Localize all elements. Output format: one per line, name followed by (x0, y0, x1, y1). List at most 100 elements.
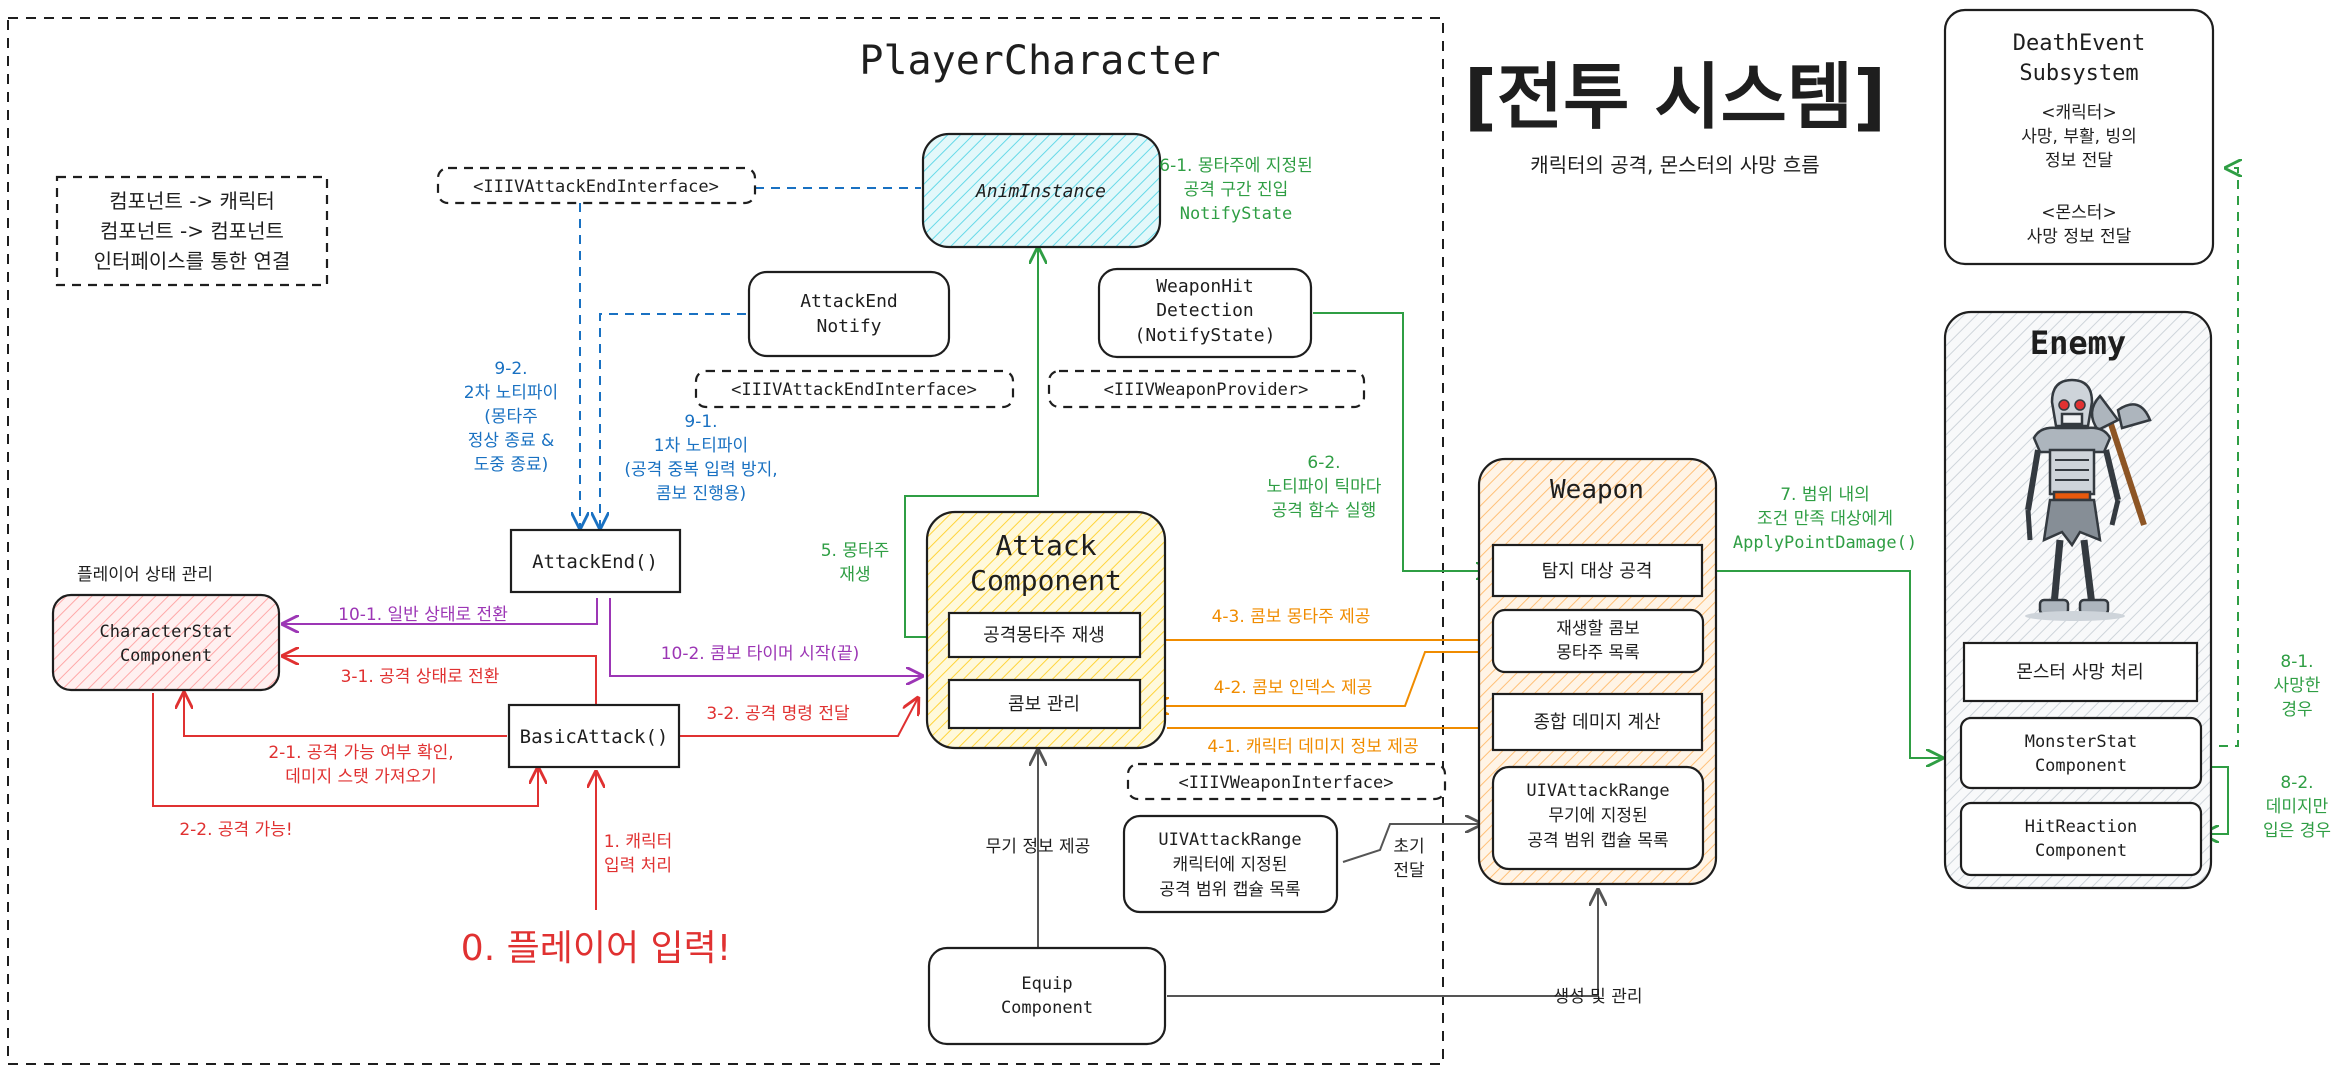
label-6-1-line1: 6-1. 몽타주에 지정된 (1159, 156, 1312, 176)
uiv-attack-range-char-box (1122, 814, 1339, 914)
hit-reaction-line1: HitReaction (2025, 817, 2138, 837)
label-9-2-line2: 2차 노티파이 (464, 383, 558, 403)
character-stat-line1: CharacterStat (99, 622, 232, 642)
label-5-line2: 재생 (839, 565, 870, 585)
equip-line2: Component (1001, 998, 1093, 1018)
monster-stat-line1: MonsterStat (2025, 732, 2138, 752)
interface-attack-end-top (436, 166, 757, 205)
label-10-1: 10-1. 일반 상태로 전환 (338, 605, 508, 625)
arrow-5 (904, 248, 1038, 638)
label-7-line3: ApplyPointDamage() (1733, 533, 1917, 553)
label-1-line2: 입력 처리 (604, 856, 672, 876)
interface-weapon-label: <IIIVWeaponInterface> (1179, 773, 1394, 793)
anim-instance-box (921, 132, 1162, 249)
enemy-item-monster-death-label: 몬스터 사망 처리 (2016, 662, 2143, 683)
interface-attack-end-top-label: <IIIVAttackEndInterface> (473, 177, 719, 197)
death-event-line1: DeathEvent (2013, 31, 2145, 56)
weapon-item-range-line2: 무기에 지정된 (1548, 806, 1647, 826)
label-9-2-line4: 정상 종료 & (468, 431, 555, 451)
arrow-8-1 (2203, 168, 2238, 747)
label-9-2-line5: 도중 종료) (474, 455, 549, 475)
interface-weapon-provider-label: <IIIVWeaponProvider> (1104, 380, 1309, 400)
legend-line-2: 컴포넌트 -> 컴포넌트 (100, 219, 284, 243)
legend-line-1: 컴포넌트 -> 캐릭터 (109, 189, 275, 213)
weapon-hit-line2: Detection (1156, 300, 1254, 321)
enemy-label: Enemy (2030, 324, 2126, 362)
interface-attack-end-mid-label: <IIIVAttackEndInterface> (731, 380, 977, 400)
attack-end-box (509, 528, 682, 594)
label-5-line1: 5. 몽타주 (821, 541, 890, 561)
label-init-line1: 초기 (1393, 837, 1424, 857)
label-9-1-line3: (공격 중복 입력 방지, (624, 460, 777, 480)
label-0-player-input: 0. 플레이어 입력! (461, 928, 731, 969)
weapon-item-total-damage-label: 종합 데미지 계산 (1533, 712, 1660, 733)
label-9-2-line3: (몽타주 (484, 407, 538, 427)
death-event-line3: <캐릭터> (2041, 103, 2116, 123)
death-event-subsystem-box (1943, 8, 2215, 266)
arrow-2-2 (152, 693, 538, 807)
label-2-1-line1: 2-1. 공격 가능 여부 확인, (268, 743, 453, 763)
arrow-create-manage (1167, 890, 1598, 997)
label-8-2-line3: 입은 경우 (2263, 821, 2331, 841)
arrow-init (1342, 824, 1481, 863)
label-6-2-line2: 노티파이 틱마다 (1267, 477, 1382, 497)
label-4-2: 4-2. 콤보 인덱스 제공 (1214, 678, 1373, 698)
weapon-item-combo-line2: 몽타주 목록 (1556, 643, 1640, 663)
hit-reaction-line2: Component (2035, 841, 2127, 861)
monster-stat-component-box (1959, 716, 2203, 790)
weapon-item-range-line3: 공격 범위 캡슐 목록 (1527, 831, 1668, 851)
weapon-hit-line3: (NotifyState) (1135, 325, 1276, 346)
legend-box (55, 175, 329, 287)
label-6-1-line2: 공격 구간 진입 (1184, 180, 1289, 200)
character-stat-line2: Component (120, 646, 212, 666)
attack-end-notify-line1: AttackEnd (800, 291, 898, 312)
arrow-2-1 (184, 693, 507, 737)
basic-attack-box (507, 703, 681, 769)
label-6-1-line3: NotifyState (1180, 204, 1293, 224)
label-10-2: 10-2. 콤보 타이머 시작(끝) (661, 644, 860, 664)
page-subtitle: 캐릭터의 공격, 몬스터의 사망 흐름 (1530, 153, 1819, 177)
weapon-item-attack-range (1491, 765, 1705, 871)
equip-component-box (927, 946, 1167, 1046)
label-8-2-line2: 데미지만 (2266, 797, 2329, 817)
label-4-1: 4-1. 캐릭터 데미지 정보 제공 (1207, 737, 1418, 757)
death-event-line6: <몬스터> (2041, 203, 2116, 223)
weapon-label: Weapon (1550, 475, 1644, 505)
weapon-item-range-line1: UIVAttackRange (1526, 781, 1669, 801)
arrow-9-1 (600, 313, 746, 528)
attack-component-item-combo (947, 678, 1142, 730)
character-stat-box (51, 593, 281, 692)
player-character-label: PlayerCharacter (859, 38, 1220, 84)
attack-end-notify-line2: Notify (816, 316, 881, 337)
uiv-attack-range-char-line3: 공격 범위 캡슐 목록 (1159, 880, 1300, 900)
label-8-1-line3: 경우 (2281, 700, 2312, 720)
arrow-10-1 (283, 598, 598, 624)
attack-end-notify-box (747, 270, 951, 358)
label-4-3: 4-3. 콤보 몽타주 제공 (1212, 607, 1371, 627)
label-weapon-info: 무기 정보 제공 (986, 837, 1091, 857)
attack-component-line1: Attack (995, 529, 1096, 562)
weapon-item-total-damage (1491, 692, 1704, 752)
label-3-1: 3-1. 공격 상태로 전환 (341, 667, 500, 687)
death-event-line2: Subsystem (2019, 61, 2138, 86)
anim-instance-label: AnimInstance (975, 181, 1106, 202)
label-8-2-line1: 8-2. (2280, 773, 2313, 793)
character-stat-caption: 플레이어 상태 관리 (77, 565, 213, 585)
label-1-line1: 1. 캐릭터 (604, 832, 673, 852)
attack-component-line2: Component (970, 564, 1122, 597)
arrow-7 (1703, 570, 1942, 758)
label-9-1-line2: 1차 노티파이 (654, 436, 748, 456)
label-8-1-line1: 8-1. (2280, 652, 2313, 672)
attack-component-item-montage (947, 611, 1142, 659)
arrow-3-2 (676, 698, 918, 737)
label-2-1-line2: 데미지 스탯 가져오기 (285, 767, 437, 787)
weapon-hit-detection-box (1097, 267, 1313, 359)
label-8-1-line2: 사망한 (2274, 676, 2321, 696)
arrow-3-1 (283, 656, 597, 704)
monster-stat-line2: Component (2035, 756, 2127, 776)
weapon-item-combo-line1: 재생할 콤보 (1556, 619, 1640, 639)
label-9-1-line1: 9-1. (684, 412, 717, 432)
label-9-2-line1: 9-2. (494, 359, 527, 379)
death-event-line4: 사망, 부활, 빙의 (2021, 127, 2136, 147)
arrow-8-2 (2203, 766, 2229, 834)
